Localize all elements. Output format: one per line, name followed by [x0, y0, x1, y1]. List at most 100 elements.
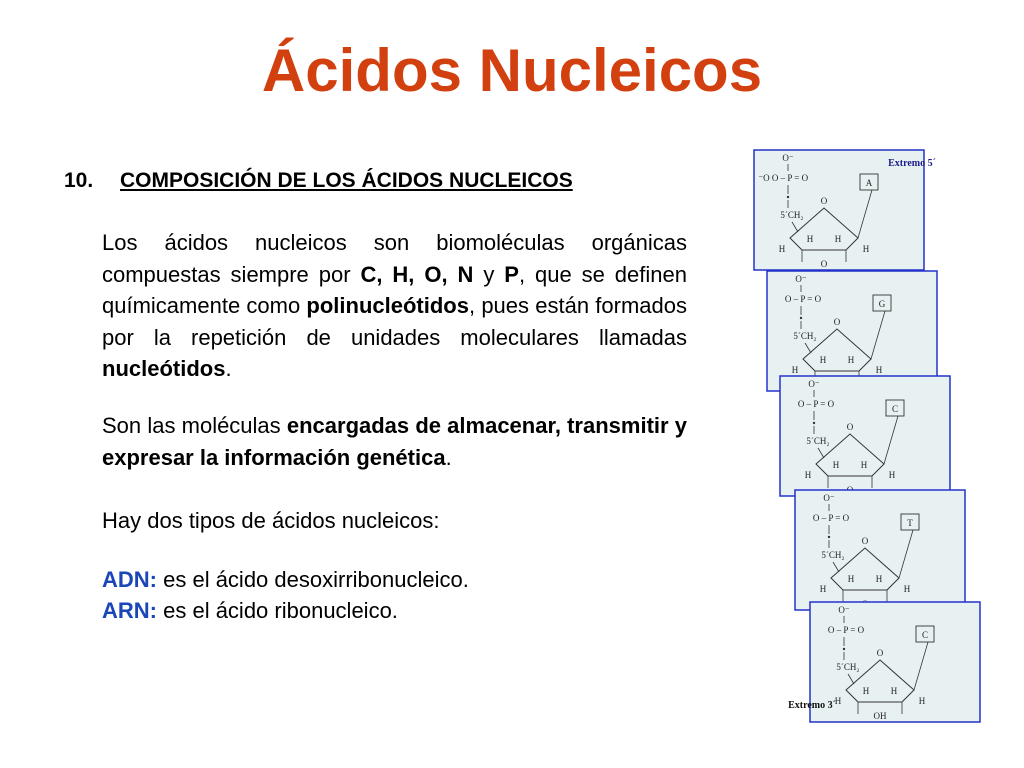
ch2-bond: [791, 221, 799, 233]
base-letter: G: [879, 299, 886, 309]
ch2-group: 5´CH₂: [780, 210, 803, 220]
phosphate-group: O – P = O: [785, 294, 822, 304]
type-arn-abbr: ARN:: [102, 598, 157, 623]
bond-dot: [842, 647, 846, 651]
bond-dot: [786, 195, 790, 199]
ring-oxygen: O: [821, 196, 828, 206]
label-3-end: Extremo 3´: [788, 700, 836, 711]
sugar-ring: [830, 547, 900, 591]
hydrogen: H: [805, 470, 812, 480]
hydrogen: H: [891, 686, 898, 696]
section-heading-text: COMPOSICIÓN DE LOS ÁCIDOS NUCLEICOS: [120, 169, 573, 192]
ch2-bond: [817, 447, 825, 459]
link-oxygen: O: [821, 259, 828, 269]
section-heading: 10. COMPOSICIÓN DE LOS ÁCIDOS NUCLEICOS: [64, 168, 573, 194]
base-bond: [913, 641, 929, 691]
ch2-group: 5´CH₂: [836, 662, 859, 672]
phosphate-o-minus-side: ⁻O: [758, 173, 770, 183]
ring-oxygen: O: [834, 317, 841, 327]
hydrogen: H: [863, 244, 870, 254]
hydrogen: H: [820, 355, 827, 365]
hydrogen: H: [889, 470, 896, 480]
base-bond: [870, 310, 886, 360]
p1-polinucleotidos: polinucleótidos: [306, 293, 469, 318]
section-number: 10.: [64, 169, 94, 192]
p1-text-4: , pues están formados por la repetición …: [102, 293, 687, 350]
p2-text-2: .: [445, 444, 452, 470]
base-box: [885, 399, 905, 417]
hydrogen: H: [792, 365, 799, 375]
p1-text-1: Los ácidos nucleicos son biomoléculas or…: [102, 230, 687, 287]
hydrogen: H: [848, 355, 855, 365]
ch2-bond: [804, 342, 812, 354]
type-arn: ARN: es el ácido ribonucleico.: [102, 595, 469, 626]
hydrogen: H: [919, 696, 926, 706]
paragraph-types-intro: Hay dos tipos de ácidos nucleicos:: [102, 508, 440, 533]
base-box: [859, 173, 879, 191]
sugar-ring: [845, 659, 915, 703]
sugar-ring: [802, 328, 872, 372]
nucleotide-unit: O⁻ O – P = O 5´CH₂ O C H H H H OH: [809, 601, 981, 723]
hydrogen: H: [833, 460, 840, 470]
types-list: ADN: es el ácido desoxirribonucleico. AR…: [102, 564, 469, 626]
phosphate-o-minus: O⁻: [823, 493, 834, 503]
p2-text-1: Son las moléculas: [102, 413, 287, 438]
phosphate-group: O – P = O: [772, 173, 809, 183]
hydrogen: H: [848, 574, 855, 584]
type-arn-desc: es el ácido ribonucleico.: [157, 598, 398, 623]
p2-bold: encargadas de almacenar, transmitir y ex…: [102, 413, 687, 470]
sugar-ring: [815, 433, 885, 477]
ring-oxygen: O: [862, 536, 869, 546]
bond-dot: [812, 421, 816, 425]
base-bond: [857, 189, 873, 239]
base-box: [872, 294, 892, 312]
phosphate-o-minus: O⁻: [838, 605, 849, 615]
type-adn-desc: es el ácido desoxirribonucleico.: [157, 567, 469, 592]
hydrogen: H: [863, 686, 870, 696]
hydrogen: H: [835, 696, 842, 706]
ch2-bond: [847, 673, 855, 685]
phosphate-group: O – P = O: [813, 513, 850, 523]
hydrogen: H: [861, 460, 868, 470]
phosphate-o-minus: O⁻: [795, 274, 806, 284]
hydrogen: H: [807, 234, 814, 244]
base-bond: [883, 415, 899, 465]
ch2-group: 5´CH₂: [821, 550, 844, 560]
base-letter: C: [892, 404, 898, 414]
type-adn-abbr: ADN:: [102, 567, 157, 592]
slide-title: Ácidos Nucleicos: [261, 37, 763, 104]
paragraph-function: Son las moléculas encargadas de almacena…: [102, 410, 687, 473]
base-bond: [898, 529, 914, 579]
p1-phosphorus: P: [504, 261, 519, 287]
ch2-group: 5´CH₂: [793, 331, 816, 341]
p1-text-5: .: [225, 356, 232, 381]
ch2-bond: [832, 561, 840, 573]
phosphate-o-minus: O⁻: [782, 153, 793, 163]
p1-elements: C, H, O, N: [360, 261, 474, 287]
label-5-end: Extremo 5´: [888, 158, 936, 169]
paragraph-definition: Los ácidos nucleicos son biomoléculas or…: [102, 227, 687, 385]
hydrogen: H: [904, 584, 911, 594]
hydrogen: H: [876, 574, 883, 584]
ring-oxygen: O: [847, 422, 854, 432]
ring-oxygen: O: [877, 648, 884, 658]
base-box: [900, 513, 920, 531]
base-box: [915, 625, 935, 643]
hydrogen: H: [835, 234, 842, 244]
hydrogen: H: [820, 584, 827, 594]
base-letter: C: [922, 630, 928, 640]
p1-text-2: y: [473, 261, 505, 287]
hydroxyl-end: OH: [874, 711, 887, 721]
base-letter: A: [866, 178, 873, 188]
p1-nucleotidos: nucleótidos: [102, 356, 226, 381]
ch2-group: 5´CH₂: [806, 436, 829, 446]
type-adn: ADN: es el ácido desoxirribonucleico.: [102, 564, 469, 595]
bond-dot: [799, 316, 803, 320]
sugar-ring: [789, 207, 859, 251]
p1-text-3: , que se definen químicamente como: [102, 261, 687, 319]
phosphate-group: O – P = O: [828, 625, 865, 635]
